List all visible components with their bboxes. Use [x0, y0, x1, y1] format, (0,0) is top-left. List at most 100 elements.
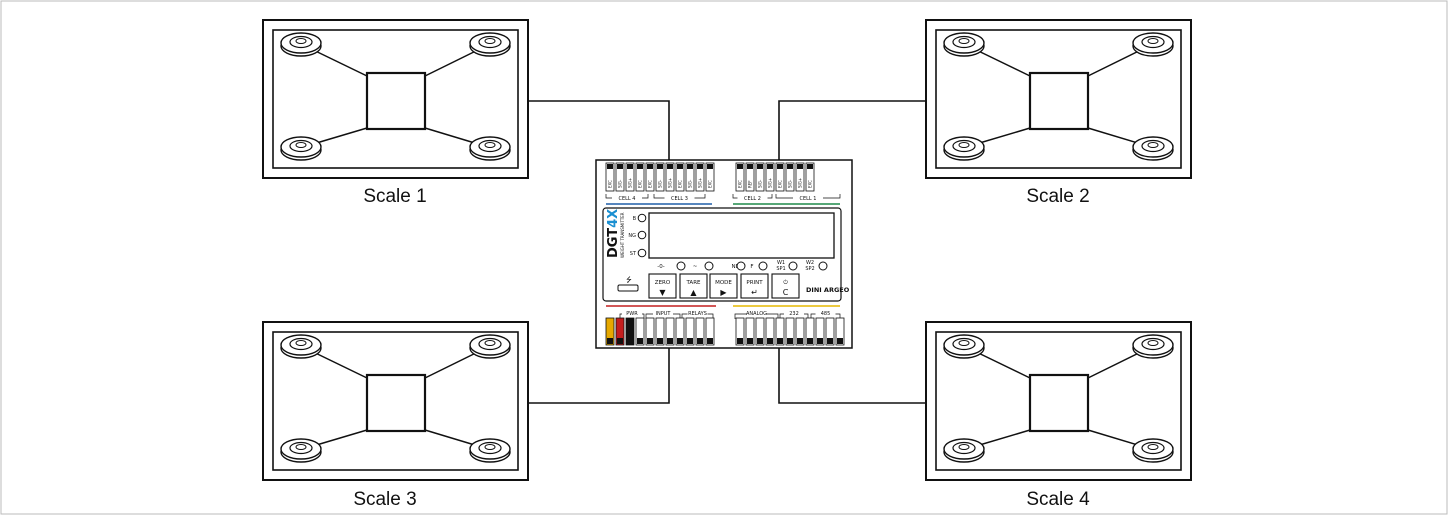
top-terminal: EXC	[635, 162, 645, 192]
top-terminal: EXC	[735, 162, 745, 192]
top-terminal: SIG+	[665, 162, 675, 192]
svg-text:RELAYS: RELAYS	[688, 311, 707, 317]
top-terminal: EXC	[605, 162, 615, 192]
svg-text:↵: ↵	[751, 288, 758, 297]
junction-box	[365, 71, 427, 131]
bottom-terminal	[645, 317, 655, 346]
scale-4-label: Scale 4	[1026, 489, 1090, 510]
brand-logo: DINI ARGEO	[806, 286, 850, 294]
top-terminal: EXC	[675, 162, 685, 192]
cell-group-label: CELL 4	[605, 194, 649, 202]
svg-text:▲: ▲	[690, 288, 697, 297]
svg-text:ZERO: ZERO	[655, 280, 671, 286]
status-led: B	[633, 213, 647, 223]
bottom-terminal	[695, 317, 705, 346]
bottom-terminal	[785, 317, 795, 346]
svg-text:▶: ▶	[720, 288, 727, 297]
top-terminal-label: EXC	[678, 180, 683, 188]
usb-icon: ⭍	[626, 276, 632, 284]
bottom-group-label: INPUT	[645, 310, 681, 319]
top-terminal: EXC	[645, 162, 655, 192]
svg-text:B: B	[633, 216, 637, 222]
scale-platform-inner	[935, 331, 1182, 471]
load-cell-foot	[469, 334, 511, 359]
scale-1-label: Scale 1	[363, 186, 426, 207]
svg-text:PWR: PWR	[626, 311, 638, 317]
top-terminal-label: SIG-	[758, 179, 763, 188]
panel-button-1[interactable]: ZERO▼	[648, 273, 677, 299]
top-terminal-label: SIG-	[688, 179, 693, 188]
load-cell-foot	[469, 136, 511, 161]
bottom-terminal	[615, 317, 625, 346]
indicator-led: NET	[732, 261, 746, 271]
svg-text:ANALOG: ANALOG	[746, 311, 767, 317]
top-terminal: SIG+	[765, 162, 775, 192]
top-terminal-label: SIG+	[768, 178, 773, 188]
top-terminal-label: EXC	[638, 180, 643, 188]
svg-text:W1: W1	[777, 260, 785, 266]
indicator-row: -0-~NETFW1SP1W2SP2	[657, 260, 828, 272]
svg-text:PRINT: PRINT	[746, 280, 763, 286]
top-terminal: EXC	[775, 162, 785, 192]
svg-text:F: F	[750, 264, 753, 270]
panel-button-3[interactable]: MODE▶	[709, 273, 738, 299]
top-terminal-label: EXC	[808, 180, 813, 188]
svg-text:232: 232	[789, 311, 799, 317]
svg-text:NG: NG	[628, 233, 636, 239]
status-led: NG	[628, 230, 647, 240]
load-cell-foot	[943, 136, 985, 161]
load-cell-foot	[1132, 334, 1174, 359]
scale-2-label: Scale 2	[1026, 186, 1089, 207]
status-led: ST	[630, 248, 647, 258]
bottom-group-label: ANALOG	[734, 310, 779, 319]
display-window	[648, 212, 835, 259]
bottom-terminal	[685, 317, 695, 346]
scale-3-label: Scale 3	[353, 489, 416, 510]
cell-group-label: CELL 2	[732, 194, 773, 202]
load-cell-foot	[1132, 32, 1174, 57]
svg-text:TARE: TARE	[686, 280, 702, 286]
bottom-terminal	[735, 317, 745, 346]
top-terminal-label: SIG+	[668, 178, 673, 188]
logo-accent: 4X	[606, 209, 621, 228]
load-cell-foot	[943, 438, 985, 463]
bottom-terminal	[775, 317, 785, 346]
top-terminal: SIG+	[795, 162, 805, 192]
logo-main: DGT	[606, 228, 621, 258]
top-terminal-label: SIG+	[798, 178, 803, 188]
top-terminal: SIG-	[785, 162, 795, 192]
bottom-terminal	[765, 317, 775, 346]
scale-4	[925, 321, 1192, 481]
scale-platform-inner	[935, 29, 1182, 169]
top-terminal-label: SIG+	[628, 178, 633, 188]
svg-text:SP1: SP1	[776, 266, 785, 272]
top-terminal-label: EXC	[648, 180, 653, 188]
load-cell-foot	[943, 32, 985, 57]
svg-text:~: ~	[693, 264, 698, 270]
load-cell-foot	[469, 438, 511, 463]
bottom-terminal	[835, 317, 845, 346]
bottom-terminal	[825, 317, 835, 346]
bottom-terminal	[705, 317, 715, 346]
top-terminal-label: SIG-	[618, 179, 623, 188]
usb-port: ⭍	[617, 276, 639, 292]
top-terminal-label: EXC	[738, 180, 743, 188]
bottom-group-label: PWR	[619, 310, 645, 319]
panel-button-5[interactable]: ⏻C	[771, 273, 800, 299]
scale-platform-inner	[272, 29, 519, 169]
indicator-led: F	[750, 261, 768, 271]
bottom-terminal	[745, 317, 755, 346]
side-leds: B NG ST	[628, 213, 647, 258]
bottom-group-label: 232	[779, 310, 809, 319]
top-terminal: SIG-	[655, 162, 665, 192]
top-terminal: SIG-	[615, 162, 625, 192]
panel-button-2[interactable]: TARE ▲	[679, 273, 708, 299]
svg-text:CELL 2: CELL 2	[744, 196, 761, 202]
panel-button-4[interactable]: PRINT ↵	[740, 273, 769, 299]
top-terminal-label: EXC	[708, 180, 713, 188]
load-cell-foot	[280, 438, 322, 463]
logo-sub: WEIGHT TRANSMITTER	[620, 212, 625, 258]
button-row[interactable]: ZERO▼ TARE ▲ MODE▶ PRINT ↵ ⏻C	[648, 273, 800, 299]
